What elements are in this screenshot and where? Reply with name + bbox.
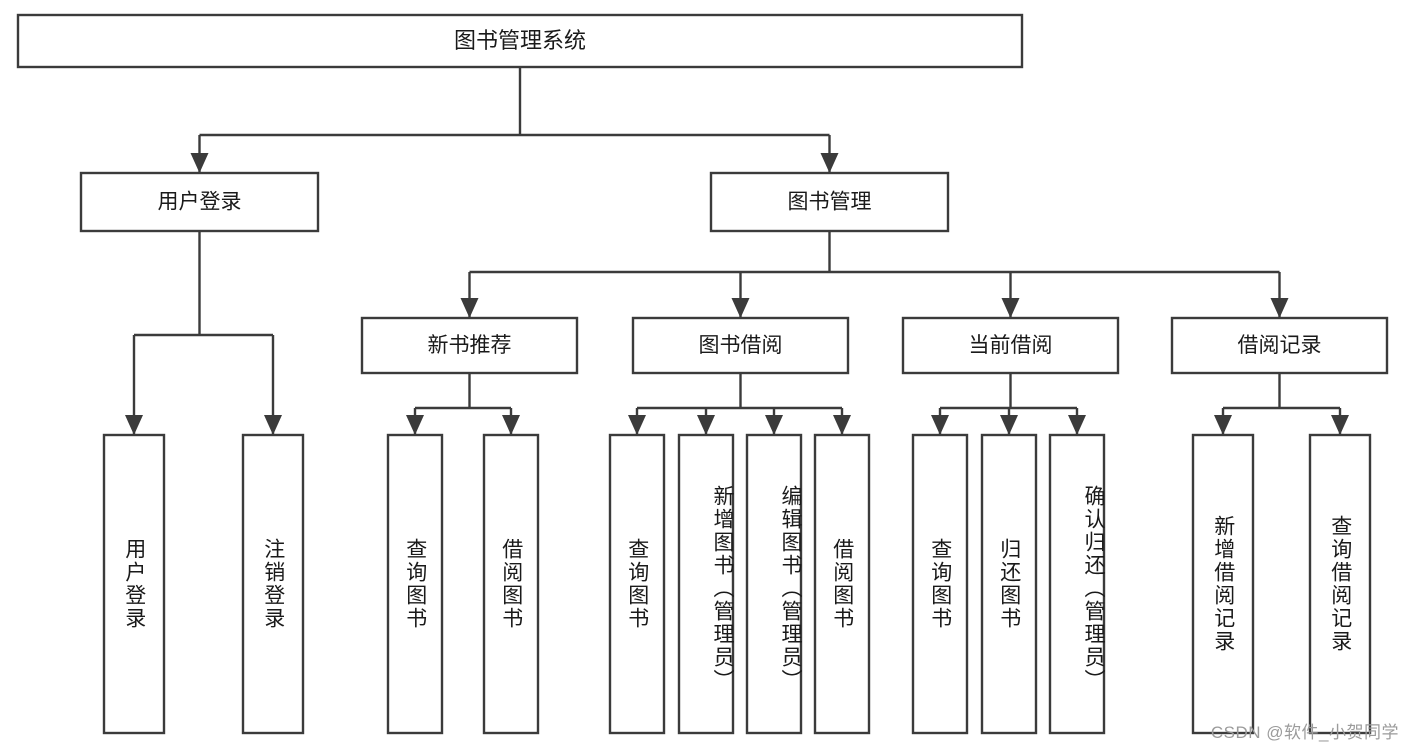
node-leaf-9[interactable] — [980, 433, 1038, 735]
node-level3-label-2: 当前借阅 — [969, 334, 1053, 357]
node-level3-2[interactable] — [901, 316, 1120, 375]
node-level2-label-0: 用户登录 — [158, 191, 242, 214]
node-root-label: 图书管理系统 — [454, 28, 586, 53]
node-leaf-7[interactable] — [813, 433, 871, 735]
node-leaf-4[interactable] — [608, 433, 666, 735]
arrow-head-icon — [1270, 298, 1289, 318]
node-leaf-8[interactable] — [911, 433, 969, 735]
node-leaf-12[interactable] — [1308, 433, 1372, 735]
node-leaf-6[interactable] — [745, 433, 803, 735]
node-level2-1[interactable] — [709, 171, 950, 233]
arrow-head-icon — [1001, 298, 1020, 318]
node-root[interactable] — [16, 13, 1024, 69]
node-leaf-10[interactable] — [1048, 433, 1106, 735]
node-level2-0[interactable] — [79, 171, 320, 233]
arrow-head-icon — [931, 415, 949, 435]
node-level3-label-3: 借阅记录 — [1238, 334, 1322, 357]
arrow-head-icon — [628, 415, 646, 435]
connectors-layer — [125, 67, 1349, 435]
arrow-head-icon — [765, 415, 783, 435]
node-level2-label-1: 图书管理 — [788, 191, 872, 214]
arrow-head-icon — [264, 415, 282, 435]
watermark-text: CSDN @软件_小贺同学 — [1210, 723, 1399, 742]
arrow-head-icon — [1331, 415, 1349, 435]
arrow-head-icon — [1000, 415, 1018, 435]
arrow-head-icon — [1214, 415, 1232, 435]
arrow-head-icon — [820, 153, 839, 173]
arrow-head-icon — [125, 415, 143, 435]
arrow-head-icon — [406, 415, 424, 435]
arrow-head-icon — [1068, 415, 1086, 435]
node-level3-0[interactable] — [360, 316, 579, 375]
arrow-head-icon — [697, 415, 715, 435]
node-level3-1[interactable] — [631, 316, 850, 375]
node-leaf-11[interactable] — [1191, 433, 1255, 735]
node-leaf-5[interactable] — [677, 433, 735, 735]
boxes-layer — [16, 13, 1389, 735]
arrow-head-icon — [731, 298, 750, 318]
node-level3-3[interactable] — [1170, 316, 1389, 375]
arrow-head-icon — [833, 415, 851, 435]
node-leaf-3[interactable] — [482, 433, 540, 735]
node-leaf-2[interactable] — [386, 433, 444, 735]
arrow-head-icon — [502, 415, 520, 435]
arrow-head-icon — [190, 153, 209, 173]
node-leaf-0[interactable] — [102, 433, 166, 735]
node-level3-label-0: 新书推荐 — [428, 334, 512, 357]
node-leaf-1[interactable] — [241, 433, 305, 735]
node-level3-label-1: 图书借阅 — [699, 334, 783, 357]
arrow-head-icon — [460, 298, 479, 318]
